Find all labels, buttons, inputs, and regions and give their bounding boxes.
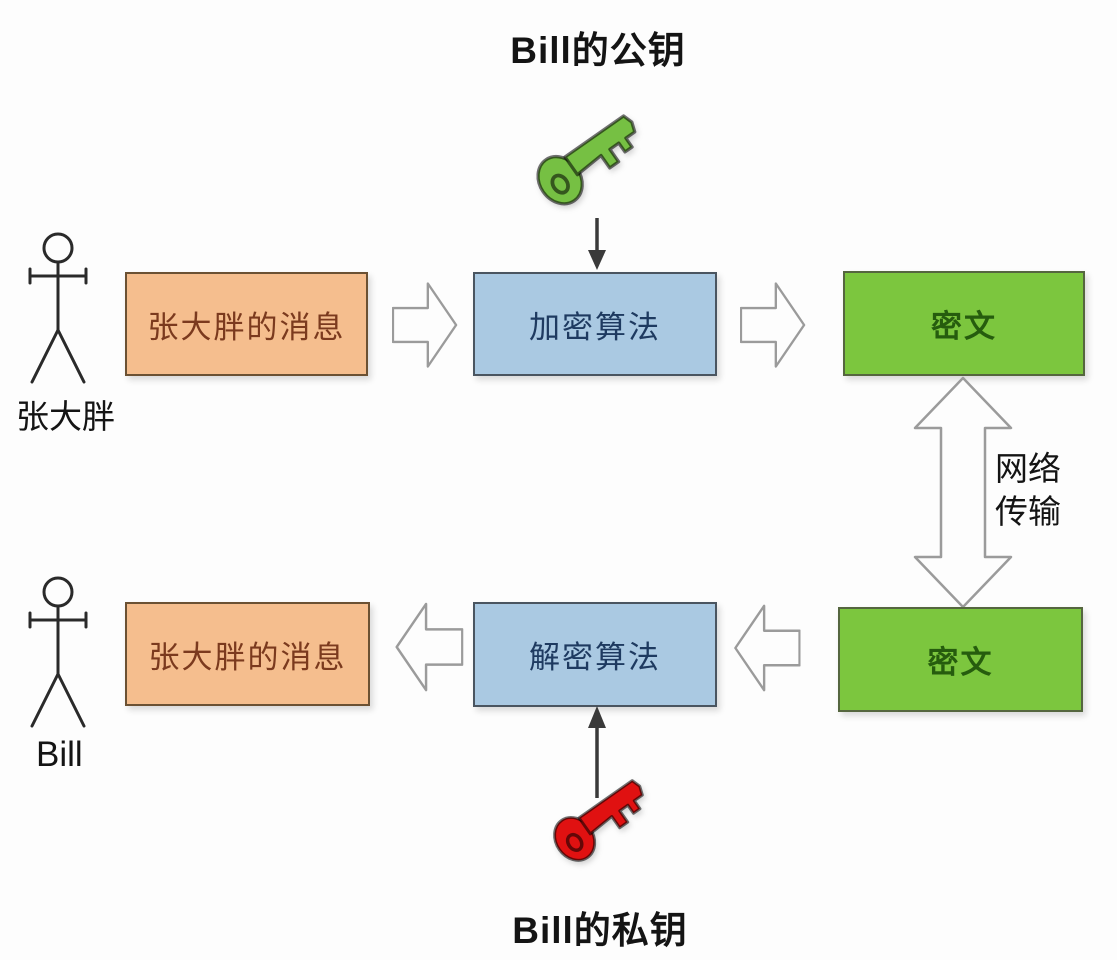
private-key-icon: [550, 777, 668, 895]
network-transfer-label: 网络 传输: [995, 447, 1061, 533]
sender-label: 张大胖: [16, 398, 115, 435]
flow-arrow-left-1: [394, 600, 464, 694]
receiver-person-icon: [24, 574, 114, 734]
sender-person-icon: [24, 230, 114, 390]
ciphertext-box-top: 密文: [843, 271, 1085, 376]
private-key-title: Bill的私钥: [512, 910, 688, 951]
flow-arrow-left-2: [732, 602, 802, 694]
ciphertext-box-bottom: 密文: [838, 607, 1083, 712]
flow-arrow-right-1: [392, 278, 458, 372]
receiver-label: Bill: [36, 735, 83, 774]
public-key-arrow: [588, 218, 606, 270]
flow-arrow-right-2: [740, 278, 806, 372]
network-label-line1: 网络: [995, 450, 1061, 487]
public-key-title: Bill的公钥: [510, 30, 686, 71]
plaintext-message-box-bottom: 张大胖的消息: [125, 602, 370, 706]
plaintext-message-box-top: 张大胖的消息: [125, 272, 368, 376]
private-key-arrow: [588, 706, 606, 798]
decryption-algorithm-box: 解密算法: [473, 602, 717, 707]
encryption-algorithm-box: 加密算法: [473, 272, 717, 376]
network-label-line2: 传输: [995, 493, 1061, 530]
